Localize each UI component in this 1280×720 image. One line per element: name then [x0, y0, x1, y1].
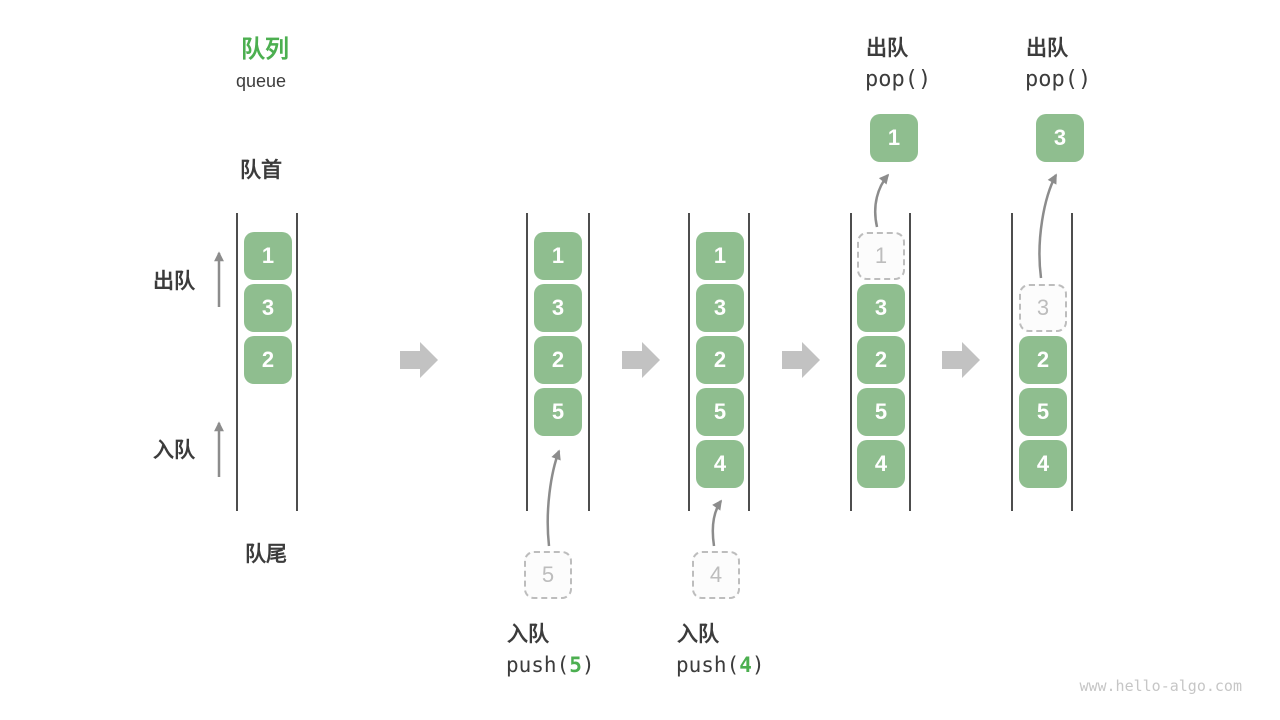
- incoming-item-box: 4: [692, 551, 740, 599]
- queue-wall-line: [236, 213, 238, 511]
- popped-item-box: 1: [870, 114, 918, 162]
- state-transition-arrow: [400, 342, 438, 378]
- queue-item-box: 2: [534, 336, 582, 384]
- queue-item-box: 1: [696, 232, 744, 280]
- ghost-item-box: 1: [857, 232, 905, 280]
- code-fn: push(: [676, 653, 740, 677]
- dequeue-op-code: pop(): [865, 67, 932, 92]
- state-transition-arrow: [782, 342, 820, 378]
- queue-wall-line: [688, 213, 690, 511]
- queue-item-box: 1: [534, 232, 582, 280]
- incoming-item-box: 5: [524, 551, 572, 599]
- code-close: ): [581, 653, 595, 677]
- queue-wall-line: [526, 213, 528, 511]
- queue-wall-line: [588, 213, 590, 511]
- queue-item-box: 1: [244, 232, 292, 280]
- watermark: www.hello-algo.com: [1079, 677, 1242, 695]
- queue-item-box: 4: [1019, 440, 1067, 488]
- dequeue-path-arrow: [1038, 173, 1058, 279]
- queue-item-box: 2: [696, 336, 744, 384]
- queue-item-box: 5: [696, 388, 744, 436]
- queue-item-box: 4: [857, 440, 905, 488]
- state-transition-arrow: [622, 342, 660, 378]
- queue-wall-line: [748, 213, 750, 511]
- dequeue-op-code: pop(): [1025, 67, 1092, 92]
- dequeue-path-arrow: [873, 173, 890, 228]
- diagram-title-en: queue: [236, 71, 287, 91]
- popped-item-box: 3: [1036, 114, 1084, 162]
- code-close: ): [751, 653, 765, 677]
- queue-wall-line: [850, 213, 852, 511]
- queue-item-box: 5: [534, 388, 582, 436]
- queue-wall-line: [1011, 213, 1013, 511]
- enqueue-op-code: push(4): [676, 653, 765, 677]
- queue-item-box: 2: [857, 336, 905, 384]
- queue-item-box: 3: [534, 284, 582, 332]
- queue-item-box: 5: [857, 388, 905, 436]
- dequeue-side-label: 出队: [153, 270, 195, 293]
- ghost-item-box: 3: [1019, 284, 1067, 332]
- enqueue-op-label: 入队: [677, 623, 719, 646]
- code-fn: push(: [506, 653, 570, 677]
- queue-wall-line: [1071, 213, 1073, 511]
- queue-wall-line: [909, 213, 911, 511]
- queue-item-box: 2: [1019, 336, 1067, 384]
- queue-front-label: 队首: [240, 159, 282, 182]
- diagram-title-zh: 队列: [241, 36, 289, 63]
- dequeue-op-label: 出队: [1026, 37, 1068, 60]
- queue-item-box: 3: [696, 284, 744, 332]
- queue-item-box: 2: [244, 336, 292, 384]
- enqueue-op-label: 入队: [507, 623, 549, 646]
- queue-item-box: 4: [696, 440, 744, 488]
- dequeue-op-label: 出队: [866, 37, 908, 60]
- code-arg: 4: [739, 653, 752, 677]
- enqueue-path-arrow: [711, 499, 723, 547]
- queue-item-box: 3: [857, 284, 905, 332]
- enqueue-path-arrow: [546, 449, 561, 547]
- state-transition-arrow: [942, 342, 980, 378]
- queue-item-box: 3: [244, 284, 292, 332]
- queue-wall-line: [296, 213, 298, 511]
- enqueue-op-code: push(5): [506, 653, 595, 677]
- code-arg: 5: [569, 653, 582, 677]
- queue-rear-label: 队尾: [245, 543, 287, 566]
- queue-item-box: 5: [1019, 388, 1067, 436]
- enqueue-side-label: 入队: [153, 439, 195, 462]
